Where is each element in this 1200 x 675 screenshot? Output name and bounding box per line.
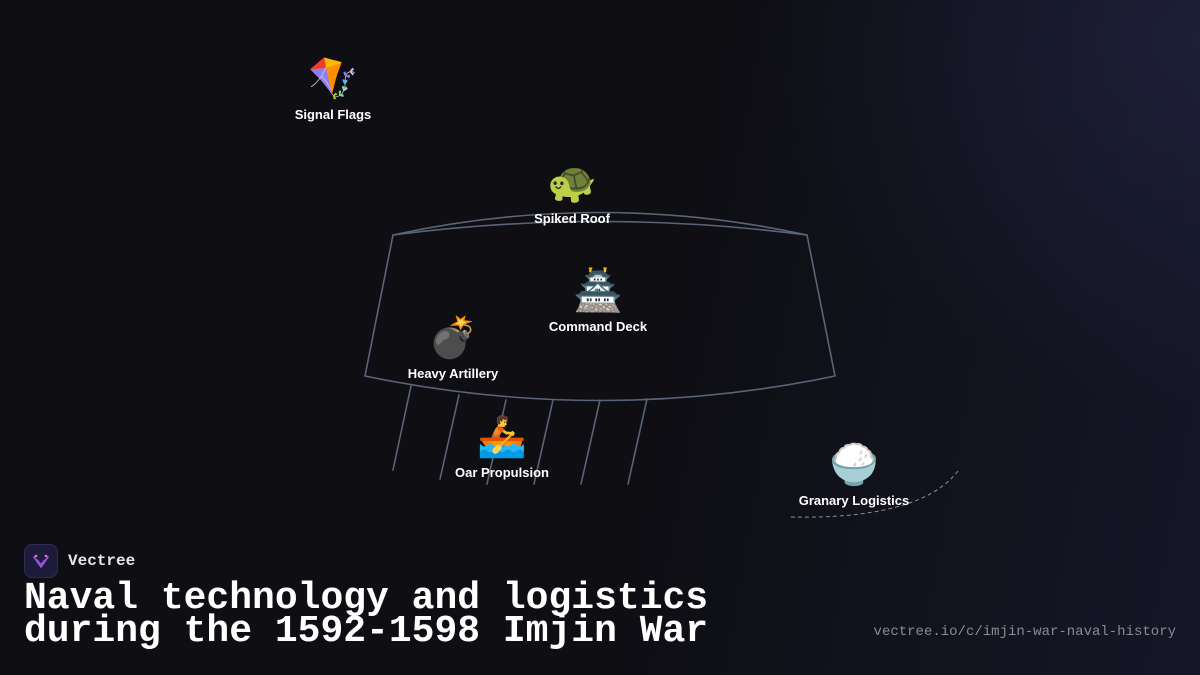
node-command-deck[interactable]: 🏯 Command Deck (508, 267, 688, 334)
node-spiked-roof[interactable]: 🐢 Spiked Roof (482, 159, 662, 226)
oar-line (392, 385, 412, 471)
oar-line (580, 399, 601, 485)
oar-line (533, 399, 554, 485)
brand[interactable]: Vectree (24, 544, 135, 578)
kite-icon: 🪁 (308, 56, 358, 102)
bomb-icon: 💣 (428, 315, 478, 361)
node-heavy-artillery[interactable]: 💣 Heavy Artillery (363, 314, 543, 381)
turtle-icon: 🐢 (547, 160, 597, 206)
node-label: Command Deck (548, 319, 648, 334)
oar-line (627, 398, 648, 485)
rice-bowl-icon: 🍚 (829, 442, 879, 488)
rowboat-icon: 🚣 (477, 414, 527, 460)
node-label: Heavy Artillery (407, 366, 499, 381)
node-granary-logistics[interactable]: 🍚 Granary Logistics (764, 441, 944, 508)
node-label: Granary Logistics (798, 493, 910, 508)
oar-line (439, 394, 460, 480)
roof-curve-outer (392, 211, 808, 236)
node-label: Oar Propulsion (455, 465, 549, 480)
node-label: Signal Flags (294, 107, 372, 122)
brand-name: Vectree (68, 552, 136, 570)
supply-route-line (787, 470, 959, 518)
source-url[interactable]: vectree.io/c/imjin-war-naval-history (873, 624, 1176, 640)
oar-line (486, 399, 507, 485)
roof-curve-inner (392, 220, 808, 236)
castle-icon: 🏯 (573, 268, 623, 314)
page-title: Naval technology and logistics during th… (24, 577, 709, 653)
node-signal-flags[interactable]: 🪁 Signal Flags (243, 55, 423, 122)
node-label: Spiked Roof (534, 211, 610, 226)
node-oar-propulsion[interactable]: 🚣 Oar Propulsion (412, 413, 592, 480)
vectree-logo-icon (24, 544, 58, 578)
